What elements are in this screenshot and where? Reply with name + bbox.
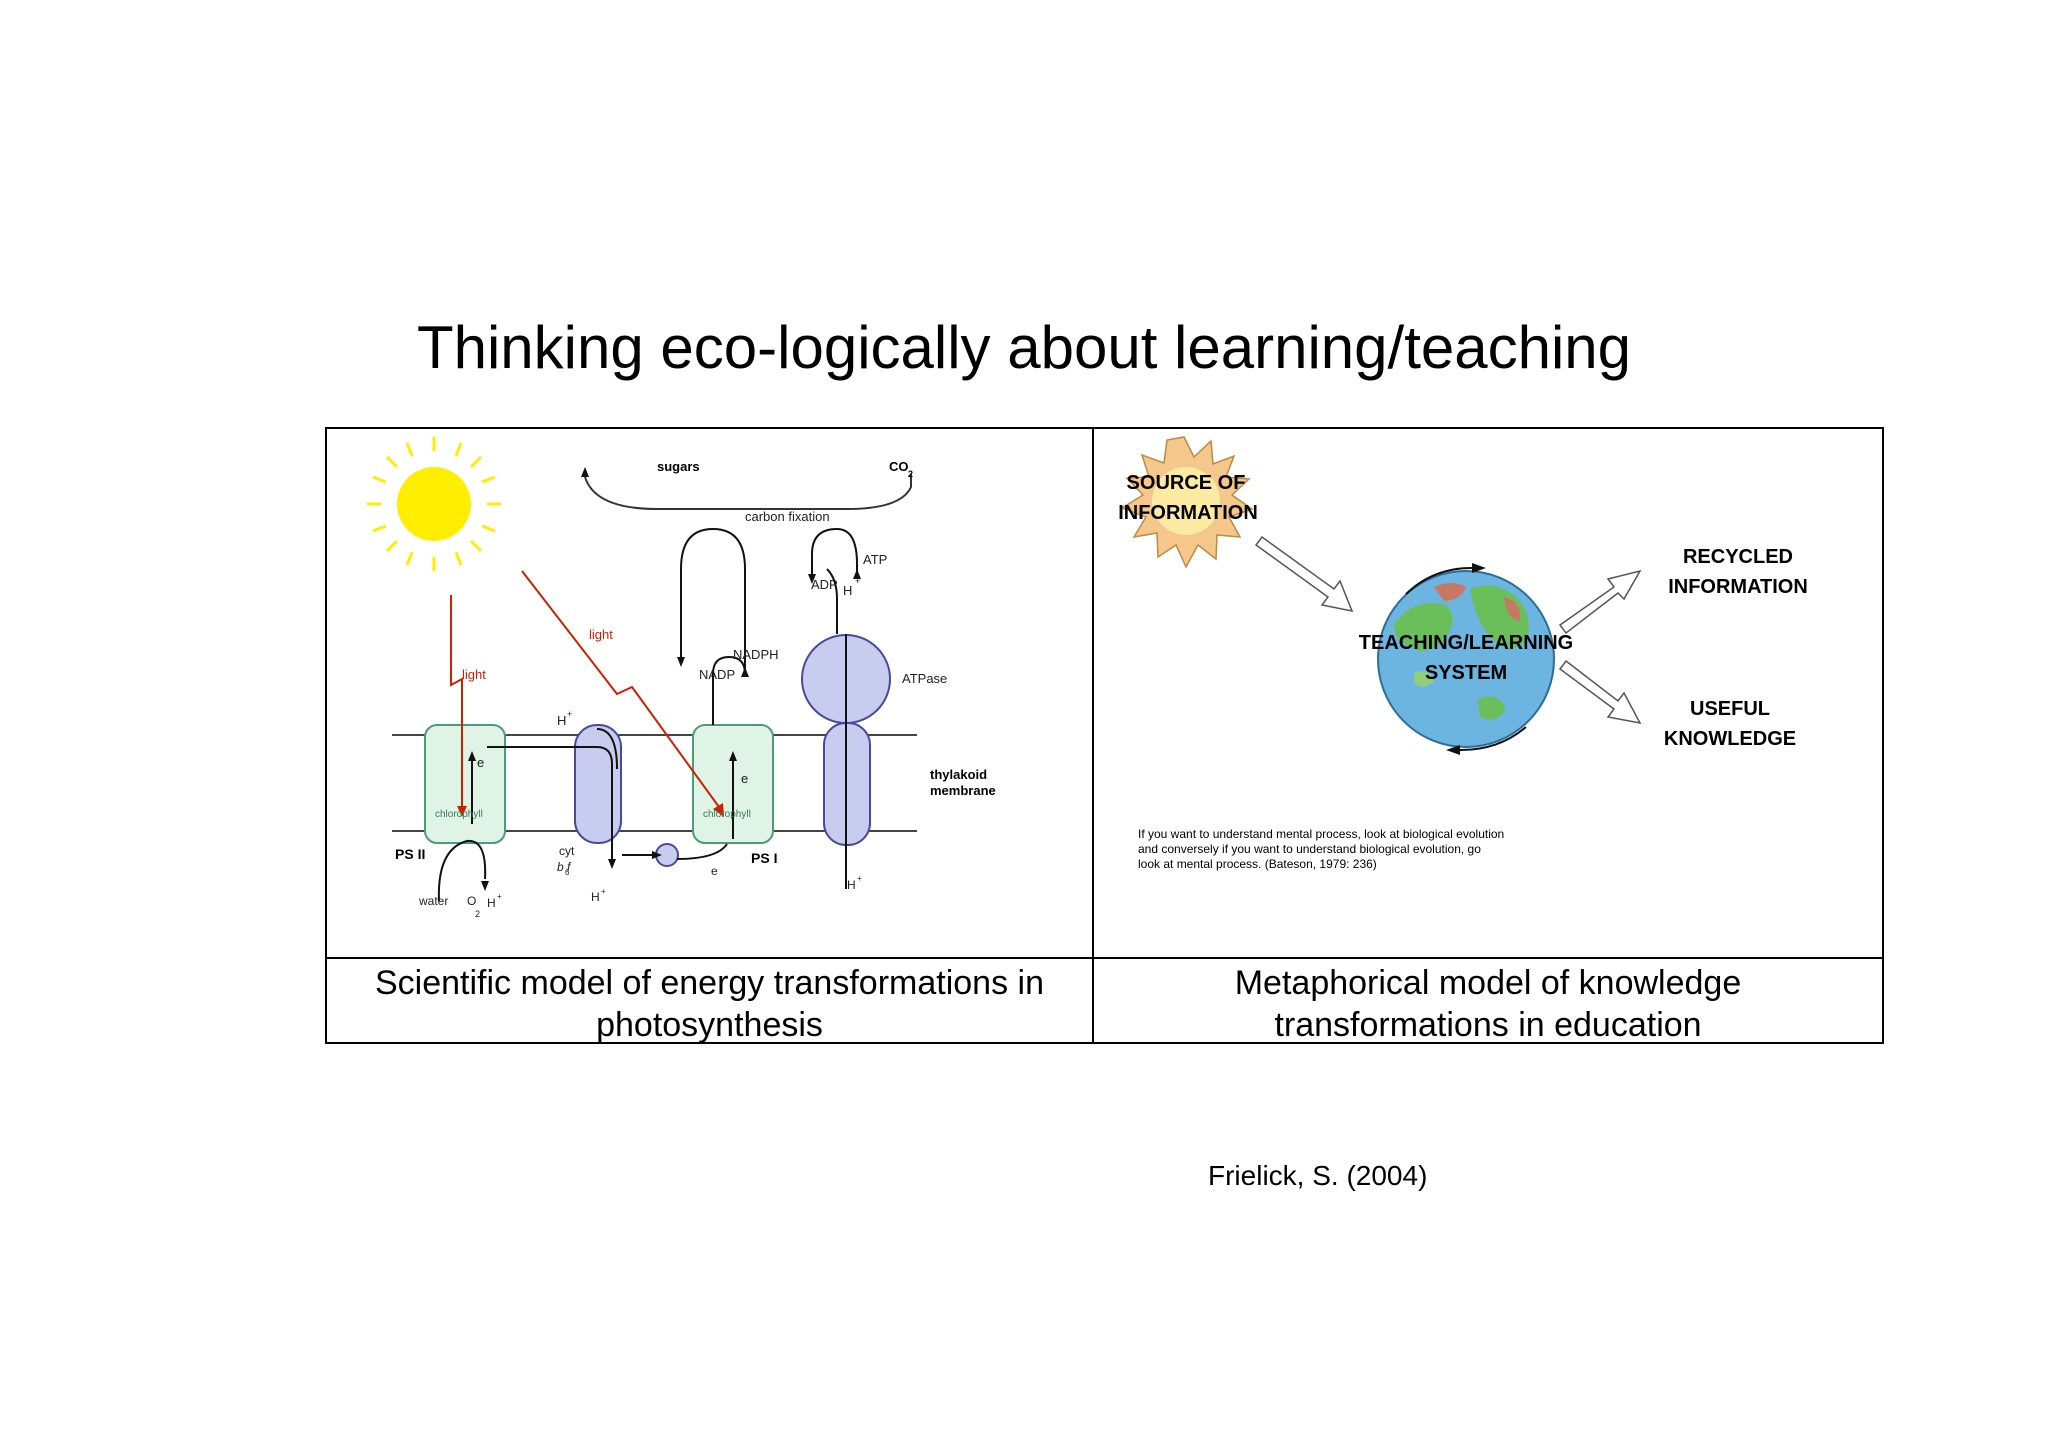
label-system-line1: TEACHING/LEARNING [1359, 632, 1573, 654]
light-ray-1 [450, 595, 463, 806]
electron-flow-ps2 [487, 746, 613, 859]
label-source-line1: SOURCE OF [1127, 472, 1246, 494]
table-divider-vertical [1092, 429, 1094, 1042]
label-h-plus-cyt: H [557, 713, 566, 728]
label-ps2: PS II [395, 846, 425, 862]
comparison-table: sugars CO 2 carbon fixation ATP ADP H + … [325, 427, 1884, 1044]
label-source-line2: INFORMATION [1118, 502, 1258, 524]
arrow-source-to-system [1254, 535, 1354, 613]
quote-line2: and conversely if you want to understand… [1138, 842, 1481, 856]
label-b6f: b f [557, 860, 572, 874]
nadph-loop [680, 527, 746, 725]
photosynthesis-svg: sugars CO 2 carbon fixation ATP ADP H + … [367, 437, 996, 919]
quote-line3: look at mental process. (Bateson, 1979: … [1138, 857, 1377, 871]
metaphor-svg: SOURCE OF INFORMATION TEACHING/LEARNING … [1118, 436, 1808, 755]
svg-text:+: + [857, 874, 862, 883]
label-light-1: light [462, 667, 486, 682]
label-recycled-line2: INFORMATION [1668, 576, 1808, 598]
metaphor-diagram: SOURCE OF INFORMATION TEACHING/LEARNING … [1094, 429, 1882, 957]
label-adp: ADP [811, 577, 838, 592]
label-useful-line2: KNOWLEDGE [1664, 728, 1796, 750]
svg-text:2: 2 [908, 469, 913, 479]
caption-left-line2: photosynthesis [596, 1006, 823, 1044]
citation: Frielick, S. (2004) [1208, 1160, 1428, 1191]
sun-icon [367, 437, 501, 571]
svg-text:6: 6 [565, 868, 570, 877]
label-ps1: PS I [751, 850, 777, 866]
ps2-complex [424, 724, 506, 844]
label-light-2: light [589, 627, 613, 642]
quote-line1: If you want to understand mental process… [1138, 827, 1505, 841]
label-membrane: membrane [930, 783, 996, 798]
svg-text:+: + [855, 576, 860, 586]
photosynthesis-diagram: sugars CO 2 carbon fixation ATP ADP H + … [327, 429, 1092, 957]
label-atp: ATP [863, 552, 887, 567]
label-co2: CO [889, 459, 909, 474]
label-thylakoid: thylakoid [930, 767, 987, 782]
label-nadp: NADP [699, 667, 735, 682]
label-o2: O [467, 894, 476, 908]
water-splitting-arrow [437, 839, 487, 902]
label-system-line2: SYSTEM [1425, 662, 1507, 684]
caption-education: Metaphorical model of knowledge transfor… [1094, 962, 1882, 1044]
label-nadph: NADPH [733, 647, 779, 662]
svg-text:+: + [601, 887, 606, 896]
label-useful-line1: USEFUL [1690, 698, 1770, 720]
label-water: water [418, 894, 448, 908]
svg-text:+: + [567, 709, 572, 719]
label-electron-pc: e [711, 864, 718, 878]
label-h-plus-lumen-2: H [847, 878, 856, 892]
carbon-fixation-arc [584, 474, 912, 510]
svg-text:2: 2 [475, 909, 480, 919]
table-divider-horizontal [327, 957, 1882, 959]
source-burst-icon [1120, 436, 1254, 569]
bateson-quote: If you want to understand mental process… [1138, 827, 1698, 872]
atp-loop [811, 527, 858, 634]
label-cyt: cyt [559, 844, 575, 858]
label-chlorophyll-ps1: chlorophyll [703, 809, 751, 820]
label-electron-ps2: e [477, 755, 484, 770]
label-electron-ps1: e [741, 771, 748, 786]
svg-text:+: + [497, 892, 502, 901]
light-ray-2 [521, 570, 720, 808]
label-h-plus-top: H [843, 583, 852, 598]
label-h-plus-water: H [487, 896, 496, 910]
caption-right-line2: transformations in education [1274, 1006, 1702, 1044]
caption-right-line1: Metaphorical model of knowledge [1234, 964, 1742, 1002]
caption-left-line1: Scientific model of energy transformatio… [375, 964, 1044, 1002]
label-sugars: sugars [657, 459, 700, 474]
arrow-to-useful [1558, 659, 1642, 725]
label-recycled-line1: RECYCLED [1683, 546, 1793, 568]
caption-photosynthesis: Scientific model of energy transformatio… [327, 962, 1092, 1044]
label-h-plus-lumen-1: H [591, 890, 600, 904]
globe-icon [1377, 570, 1555, 748]
label-atpase: ATPase [902, 671, 947, 686]
label-chlorophyll-ps2: chlorophyll [435, 809, 483, 820]
arrow-to-recycled [1558, 569, 1642, 635]
slide-title: Thinking eco-logically about learning/te… [416, 314, 1632, 381]
label-carbon-fixation: carbon fixation [745, 509, 830, 524]
